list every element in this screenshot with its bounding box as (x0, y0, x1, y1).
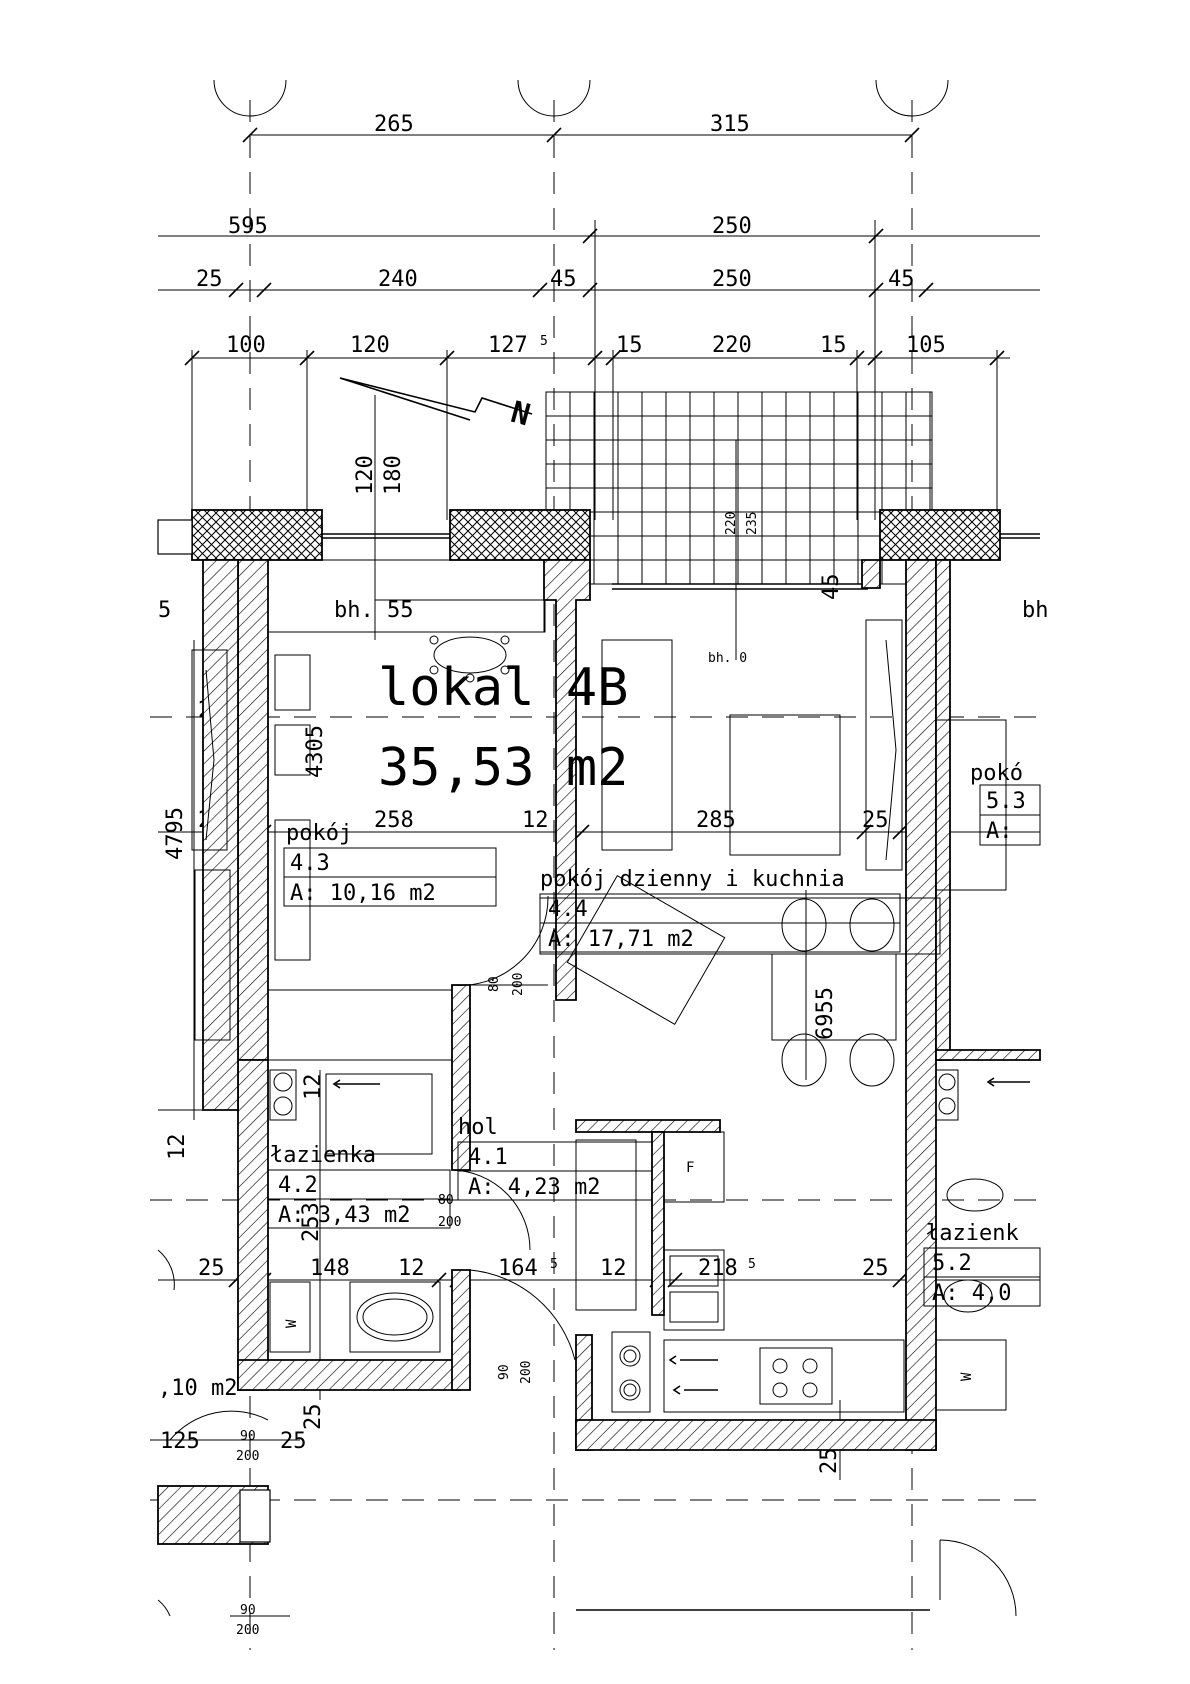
dim-v-4795: 4795 (163, 807, 188, 860)
door5-width: 90 (240, 1603, 256, 1618)
dim-315: 315 (710, 112, 750, 137)
room-number: 4.2 (278, 1173, 318, 1198)
bottom-fragments (157, 1485, 930, 1617)
room-lazienka-4-2: łazienka 4.2 A: 3,43 m2 (267, 1143, 451, 1229)
bh-partial-label: bh (1022, 598, 1049, 623)
room-lazienka-5-2: łazienk 5.2 A: 4,0 (923, 1221, 1041, 1307)
dim-sup-5-b: 5 (550, 1257, 558, 1272)
dim-25: 25 (196, 267, 223, 292)
dim-v-4305: 4305 (303, 725, 328, 778)
room-name: pokój dzienny i kuchnia (540, 867, 845, 892)
washer-right-label: W (959, 1372, 975, 1381)
room-name: łazienk (926, 1221, 1019, 1246)
dim-125: 125 (160, 1429, 200, 1454)
dim-v-6955: 6955 (813, 987, 838, 1040)
dim-v-45-c: 45 (819, 574, 844, 601)
door2-width: 80 (438, 1193, 454, 1208)
room-number: 4.4 (548, 897, 588, 922)
dim-240: 240 (378, 267, 418, 292)
unit-name: lokal 4B (378, 658, 628, 718)
dim-45-b: 45 (888, 267, 915, 292)
room-number: 5.2 (932, 1251, 972, 1276)
dim-12-a: 12 (522, 808, 549, 833)
bh-0-label: bh. 0 (708, 651, 747, 666)
dim-sup-5-c: 5 (748, 1257, 756, 1272)
dim-127: 127 (488, 333, 528, 358)
walls (157, 509, 1041, 1451)
dim-148: 148 (310, 1256, 350, 1281)
door3-width: 90 (497, 1364, 512, 1380)
dim-220: 220 (712, 333, 752, 358)
doors (157, 895, 1017, 1617)
room-hol-4-1: hol 4.1 A: 4,23 m2 (457, 1115, 653, 1201)
door1-height: 200 (511, 973, 526, 996)
dim-v-120: 120 (353, 455, 378, 495)
room-name: łazienka (270, 1143, 376, 1168)
dim-45-a: 45 (550, 267, 577, 292)
dim-25-e: 25 (198, 1256, 225, 1281)
dim-v-25-b: 25 (817, 1448, 842, 1475)
room-area: A: 4,23 m2 (468, 1175, 600, 1200)
dim-v-25-a: 25 (301, 1404, 326, 1431)
dim-sup-5-a: 5 (540, 334, 548, 349)
dim-258: 258 (374, 808, 414, 833)
room-pokoj-4-3: pokój 4.3 A: 10,16 m2 (283, 821, 497, 907)
dim-25-f: 25 (862, 1256, 889, 1281)
room-number: 4.3 (290, 851, 330, 876)
unit-area: 35,53 m2 (378, 738, 628, 798)
dim-v-220: 220 (724, 512, 739, 535)
dim-v-180: 180 (381, 455, 406, 495)
room-area: A: 10,16 m2 (290, 881, 436, 906)
dim-v-12-a: 12 (301, 1074, 326, 1101)
dim-120: 120 (350, 333, 390, 358)
misc-labels: bh. 55 bh. 0 bh pokó 5.3 A: (334, 598, 1049, 846)
dim-265: 265 (374, 112, 414, 137)
door3-height: 200 (519, 1361, 534, 1384)
room-pokoj-dzienny-4-4: pokój dzienny i kuchnia 4.4 A: 17,71 m2 (539, 867, 901, 953)
room-area: A: 3,43 m2 (278, 1203, 410, 1228)
dim-100: 100 (226, 333, 266, 358)
room-name: hol (458, 1115, 498, 1140)
partial-room-right-area: A: (986, 819, 1013, 844)
north-label: N (507, 395, 534, 433)
room-area: A: 4,0 (932, 1281, 1011, 1306)
door-dimensions: 80 200 80 200 90 200 90 200 90 200 (236, 973, 534, 1638)
dimension-lines (150, 127, 1040, 1480)
dim-25-g: 25 (280, 1429, 307, 1454)
partial-room-right-name: pokó (970, 761, 1023, 786)
north-arrow: N (339, 377, 534, 433)
dim-12-c: 12 (600, 1256, 627, 1281)
dim-v-12-b: 12 (165, 1134, 190, 1161)
room-name: pokój (286, 821, 352, 846)
bh-55-label: bh. 55 (334, 598, 413, 623)
room-labels: pokój 4.3 A: 10,16 m2 pokój dzienny i ku… (267, 821, 1041, 1307)
fridge-label: F (686, 1160, 694, 1176)
room-number: 4.1 (468, 1145, 508, 1170)
dim-164: 164 (498, 1256, 538, 1281)
dim-15-b: 15 (820, 333, 847, 358)
room-area: A: 17,71 m2 (548, 927, 694, 952)
door4-width: 90 (240, 1429, 256, 1444)
dim-12-b: 12 (398, 1256, 425, 1281)
washer-left-label: W (284, 1319, 300, 1328)
dim-partial-5: 5 (158, 598, 171, 623)
partial-area-left: ,10 m2 (158, 1376, 237, 1401)
door4-height: 200 (236, 1449, 259, 1464)
unit-title: lokal 4B 35,53 m2 (378, 658, 628, 798)
dim-250-b: 250 (712, 267, 752, 292)
partial-room-right-number: 5.3 (986, 789, 1026, 814)
door1-width: 80 (487, 976, 502, 992)
door5-height: 200 (236, 1623, 259, 1638)
dim-250-a: 250 (712, 214, 752, 239)
furniture: F W W (191, 559, 1030, 1413)
dim-15-a: 15 (616, 333, 643, 358)
dim-v-253: 253 (299, 1202, 324, 1242)
dim-595: 595 (228, 214, 268, 239)
dim-285: 285 (696, 808, 736, 833)
dim-105: 105 (906, 333, 946, 358)
dim-v-235: 235 (745, 512, 760, 535)
